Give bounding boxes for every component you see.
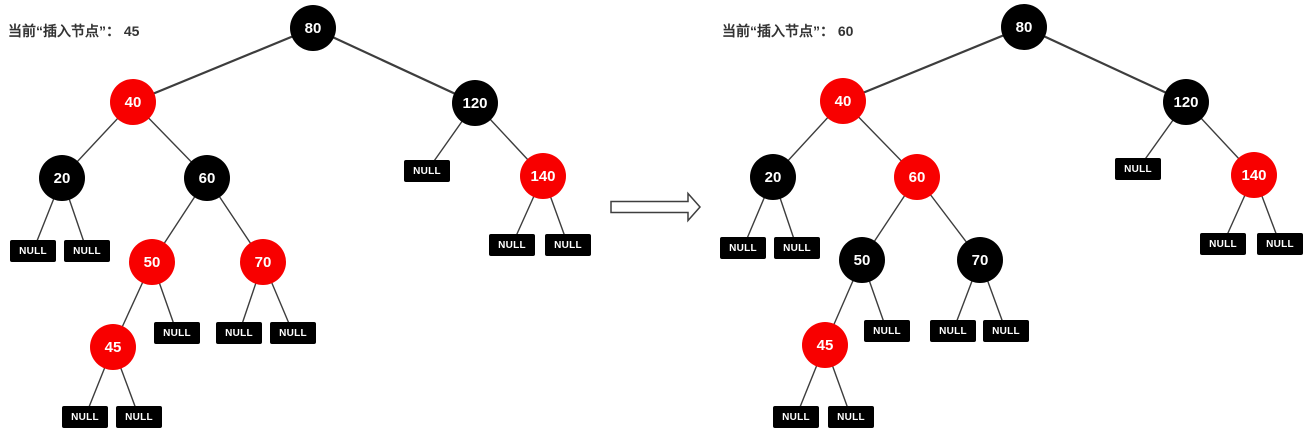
left-tree-node-50: 50 xyxy=(129,239,175,285)
right-tree-null-leaf: NULL xyxy=(773,406,819,428)
left-tree-node-120: 120 xyxy=(452,80,498,126)
left-tree-null-leaf: NULL xyxy=(270,322,316,344)
left-tree-null-leaf: NULL xyxy=(10,240,56,262)
right-tree-node-140: 140 xyxy=(1231,152,1277,198)
left-tree-null-leaf: NULL xyxy=(62,406,108,428)
left-tree-node-140: 140 xyxy=(520,153,566,199)
left-tree-edge-80-40 xyxy=(132,26,314,104)
right-tree-null-leaf: NULL xyxy=(983,320,1029,342)
right-tree-node-60: 60 xyxy=(894,154,940,200)
right-tree-node-40: 40 xyxy=(820,78,866,124)
left-tree-node-40: 40 xyxy=(110,79,156,125)
right-tree-null-leaf: NULL xyxy=(720,237,766,259)
right-tree-node-120: 120 xyxy=(1163,79,1209,125)
right-tree-null-leaf: NULL xyxy=(1200,233,1246,255)
left-tree-null-leaf: NULL xyxy=(404,160,450,182)
left-tree-null-leaf: NULL xyxy=(154,322,200,344)
right-tree-null-leaf: NULL xyxy=(1257,233,1303,255)
right-tree-caption: 当前“插入节点”： 60 xyxy=(722,23,854,39)
right-tree-null-leaf: NULL xyxy=(864,320,910,342)
right-tree-edge-80-120 xyxy=(1023,26,1187,103)
left-tree-node-80: 80 xyxy=(290,5,336,51)
left-tree-node-60: 60 xyxy=(184,155,230,201)
right-tree-null-leaf: NULL xyxy=(828,406,874,428)
left-tree-node-70: 70 xyxy=(240,239,286,285)
left-tree-null-leaf: NULL xyxy=(216,322,262,344)
right-tree-node-45: 45 xyxy=(802,322,848,368)
left-tree-node-20: 20 xyxy=(39,155,85,201)
transform-arrow-icon xyxy=(610,191,702,223)
left-tree-null-leaf: NULL xyxy=(545,234,591,256)
left-tree-caption: 当前“插入节点”： 45 xyxy=(8,23,140,39)
right-tree-null-leaf: NULL xyxy=(1115,158,1161,180)
right-tree-null-leaf: NULL xyxy=(774,237,820,259)
right-tree-null-leaf: NULL xyxy=(930,320,976,342)
right-tree-node-80: 80 xyxy=(1001,4,1047,50)
left-tree-null-leaf: NULL xyxy=(64,240,110,262)
left-tree-node-45: 45 xyxy=(90,324,136,370)
right-tree-node-70: 70 xyxy=(957,237,1003,283)
right-tree-node-20: 20 xyxy=(750,154,796,200)
right-tree-node-50: 50 xyxy=(839,237,885,283)
left-tree-null-leaf: NULL xyxy=(489,234,535,256)
right-tree-edge-80-40 xyxy=(842,25,1025,103)
left-tree-null-leaf: NULL xyxy=(116,406,162,428)
left-tree-edge-80-120 xyxy=(312,27,476,104)
